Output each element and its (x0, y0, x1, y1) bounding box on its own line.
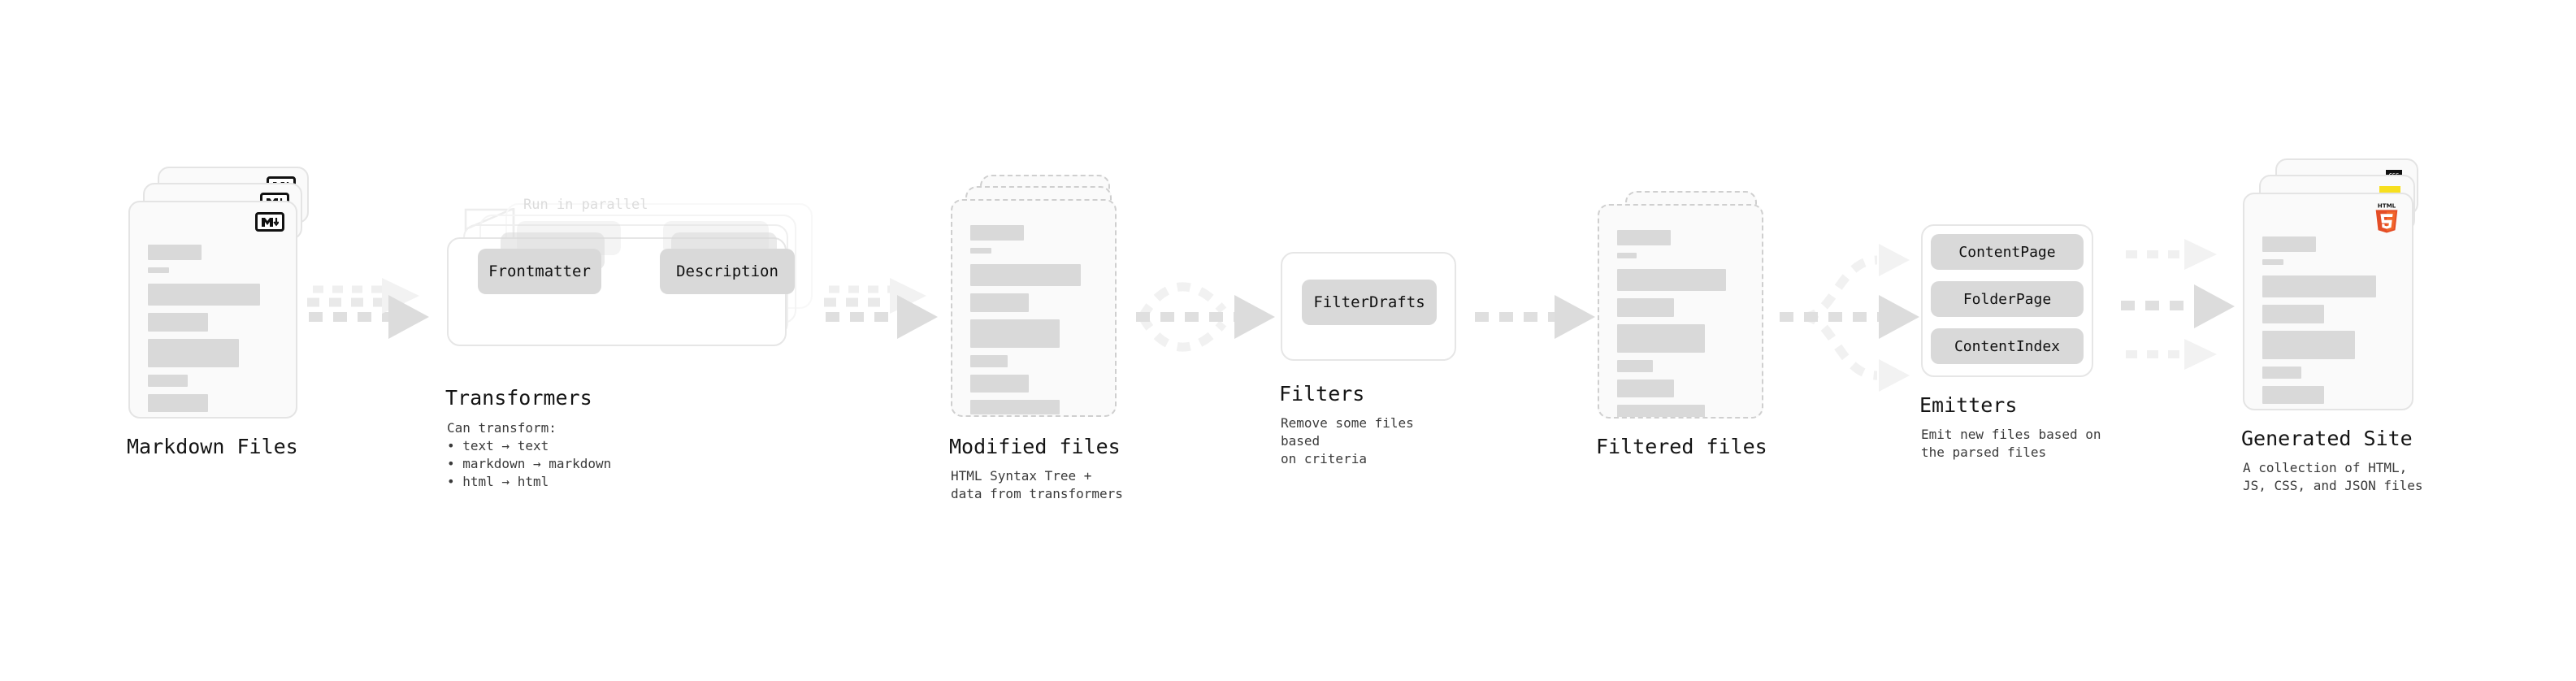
chip-contentindex[interactable]: ContentIndex (1931, 328, 2084, 364)
placeholder-bar (970, 264, 1081, 286)
generated-site-card-stack: CSS HTML (2243, 158, 2430, 419)
markdown-icon (255, 212, 284, 232)
placeholder-bar (970, 293, 1029, 312)
html5-icon: HTML (2373, 201, 2400, 236)
placeholder-bar (970, 225, 1024, 241)
stage-desc-modified-files: HTML Syntax Tree + data from transformer… (951, 468, 1123, 501)
modified-card-stack (951, 175, 1130, 419)
placeholder-bar (970, 248, 991, 254)
chip-folderpage[interactable]: FolderPage (1931, 281, 2084, 317)
chip-frontmatter[interactable]: Frontmatter (478, 249, 601, 294)
placeholder-bar (970, 400, 1060, 414)
connector-modified-to-filters (1136, 282, 1275, 352)
stage-title-modified-files: Modified files (949, 435, 1121, 458)
connector-filtered-to-emitters (1780, 244, 1919, 392)
chip-contentindex-label: ContentIndex (1954, 337, 2061, 355)
chip-description[interactable]: Description (660, 249, 795, 294)
filtered-card-stack (1598, 191, 1776, 419)
placeholder-bar (1617, 269, 1726, 291)
placeholder-bar (148, 267, 169, 273)
stage-desc-emitters: Emit new files based on the parsed files (1921, 427, 2101, 460)
chip-contentpage-label: ContentPage (1958, 243, 2056, 261)
placeholder-lines (2262, 236, 2396, 409)
placeholder-bar (2262, 386, 2324, 404)
stage-markdown-files: Markdown Files (127, 167, 314, 458)
placeholder-bar (2262, 331, 2355, 359)
chip-filterdrafts-label: FilterDrafts (1313, 293, 1425, 311)
placeholder-bar (970, 319, 1060, 348)
generated-card-front: HTML (2243, 193, 2413, 410)
chip-frontmatter-label: Frontmatter (488, 262, 591, 280)
placeholder-lines (148, 245, 280, 417)
placeholder-bar (148, 339, 239, 367)
connector-md-to-transformers (307, 278, 429, 339)
placeholder-bar (1617, 380, 1674, 397)
modified-card-front (951, 199, 1117, 417)
placeholder-bar (970, 375, 1029, 393)
stage-title-filtered-files: Filtered files (1596, 435, 1767, 458)
markdown-card-front (128, 201, 297, 419)
placeholder-lines (970, 225, 1099, 415)
placeholder-bar (1617, 253, 1637, 258)
placeholder-bar (2262, 275, 2376, 297)
chip-contentpage[interactable]: ContentPage (1931, 234, 2084, 270)
stage-desc-filters: Remove some files based on criteria (1281, 415, 1414, 466)
stage-emitters: ContentPage FolderPage ContentIndex Emit… (1919, 224, 2108, 460)
placeholder-bar (1617, 405, 1705, 417)
chip-description-label: Description (676, 262, 778, 280)
svg-text:HTML: HTML (2378, 202, 2396, 210)
placeholder-bar (148, 284, 260, 306)
stage-title-transformers: Transformers (445, 386, 592, 410)
stage-title-emitters: Emitters (1919, 393, 2018, 417)
connector-transformers-to-modified (824, 278, 938, 339)
placeholder-bar (1617, 230, 1671, 245)
filters-group: FilterDrafts (1281, 252, 1459, 366)
stage-desc-generated-site: A collection of HTML, JS, CSS, and JSON … (2243, 460, 2423, 493)
stage-title-generated-site: Generated Site (2241, 427, 2413, 450)
transformers-stack: Frontmatter Description (447, 203, 829, 366)
placeholder-bar (148, 245, 202, 260)
chip-filterdrafts[interactable]: FilterDrafts (1302, 280, 1437, 325)
connector-filters-to-filtered (1475, 295, 1595, 339)
placeholder-bar (148, 375, 188, 387)
placeholder-bar (2262, 259, 2283, 265)
markdown-card-stack (128, 167, 314, 419)
stage-title-markdown-files: Markdown Files (127, 435, 298, 458)
placeholder-lines (1617, 230, 1746, 417)
stage-modified-files: Modified files HTML Syntax Tree + data f… (949, 175, 1130, 501)
stage-generated-site: CSS HTML (2241, 158, 2430, 493)
run-in-parallel-label: Run in parallel (523, 197, 648, 213)
stage-filtered-files: Filtered files (1596, 191, 1776, 458)
emitters-group: ContentPage FolderPage ContentIndex (1921, 224, 2108, 387)
placeholder-bar (148, 313, 208, 332)
placeholder-bar (1617, 298, 1674, 317)
connector-emitters-to-site (2121, 239, 2235, 370)
placeholder-bar (2262, 367, 2301, 379)
placeholder-bar (2262, 236, 2316, 252)
placeholder-bar (1617, 324, 1705, 353)
stage-desc-transformers: Can transform: • text → text • markdown … (447, 420, 612, 489)
placeholder-bar (1617, 360, 1653, 372)
stage-transformers: Frontmatter Description Run in parallel … (445, 197, 829, 489)
stage-title-filters: Filters (1279, 382, 1365, 406)
placeholder-bar (2262, 305, 2324, 323)
stage-filters: FilterDrafts Filters Remove some files b… (1279, 252, 1459, 466)
chip-folderpage-label: FolderPage (1962, 290, 2052, 308)
placeholder-bar (148, 394, 208, 412)
placeholder-bar (970, 355, 1008, 367)
filtered-card-front (1598, 204, 1763, 419)
